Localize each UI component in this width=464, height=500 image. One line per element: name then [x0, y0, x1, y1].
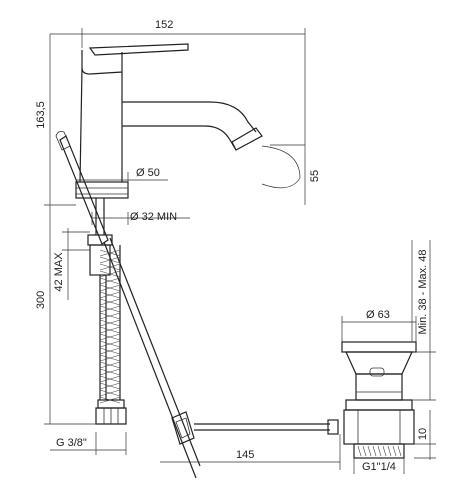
dim-base-diameter: Ø 50: [136, 167, 160, 179]
dim-width-top: 152: [155, 19, 173, 31]
dim-hose-length: 300: [35, 291, 47, 309]
flexible-hose: [87, 198, 127, 425]
drain-assembly: [341, 341, 417, 459]
drain-thread-hatch: [357, 445, 402, 457]
dim-hole-min: Ø 32 MIN: [130, 211, 177, 223]
pop-up-rod: [55, 131, 201, 479]
dim-rod-length: 145: [236, 449, 254, 461]
dim-hose-thread: G 3/8": [56, 437, 87, 449]
dim-drain-diameter: Ø 63: [366, 309, 390, 321]
dim-drain-thread: G1"1/4: [362, 461, 396, 473]
dimension-lines: [44, 28, 436, 474]
dim-spout-drop: 55: [309, 170, 321, 182]
dim-height-total: 163,5: [35, 101, 47, 129]
rod-connector: [171, 411, 339, 445]
dim-drain-range: Min. 38 - Max. 48: [417, 250, 429, 335]
faucet-body: [75, 43, 263, 199]
hose-braid: [99, 249, 121, 404]
dim-drain-10: 10: [417, 428, 429, 440]
dim-thickness-max: 42 MAX: [53, 252, 65, 292]
